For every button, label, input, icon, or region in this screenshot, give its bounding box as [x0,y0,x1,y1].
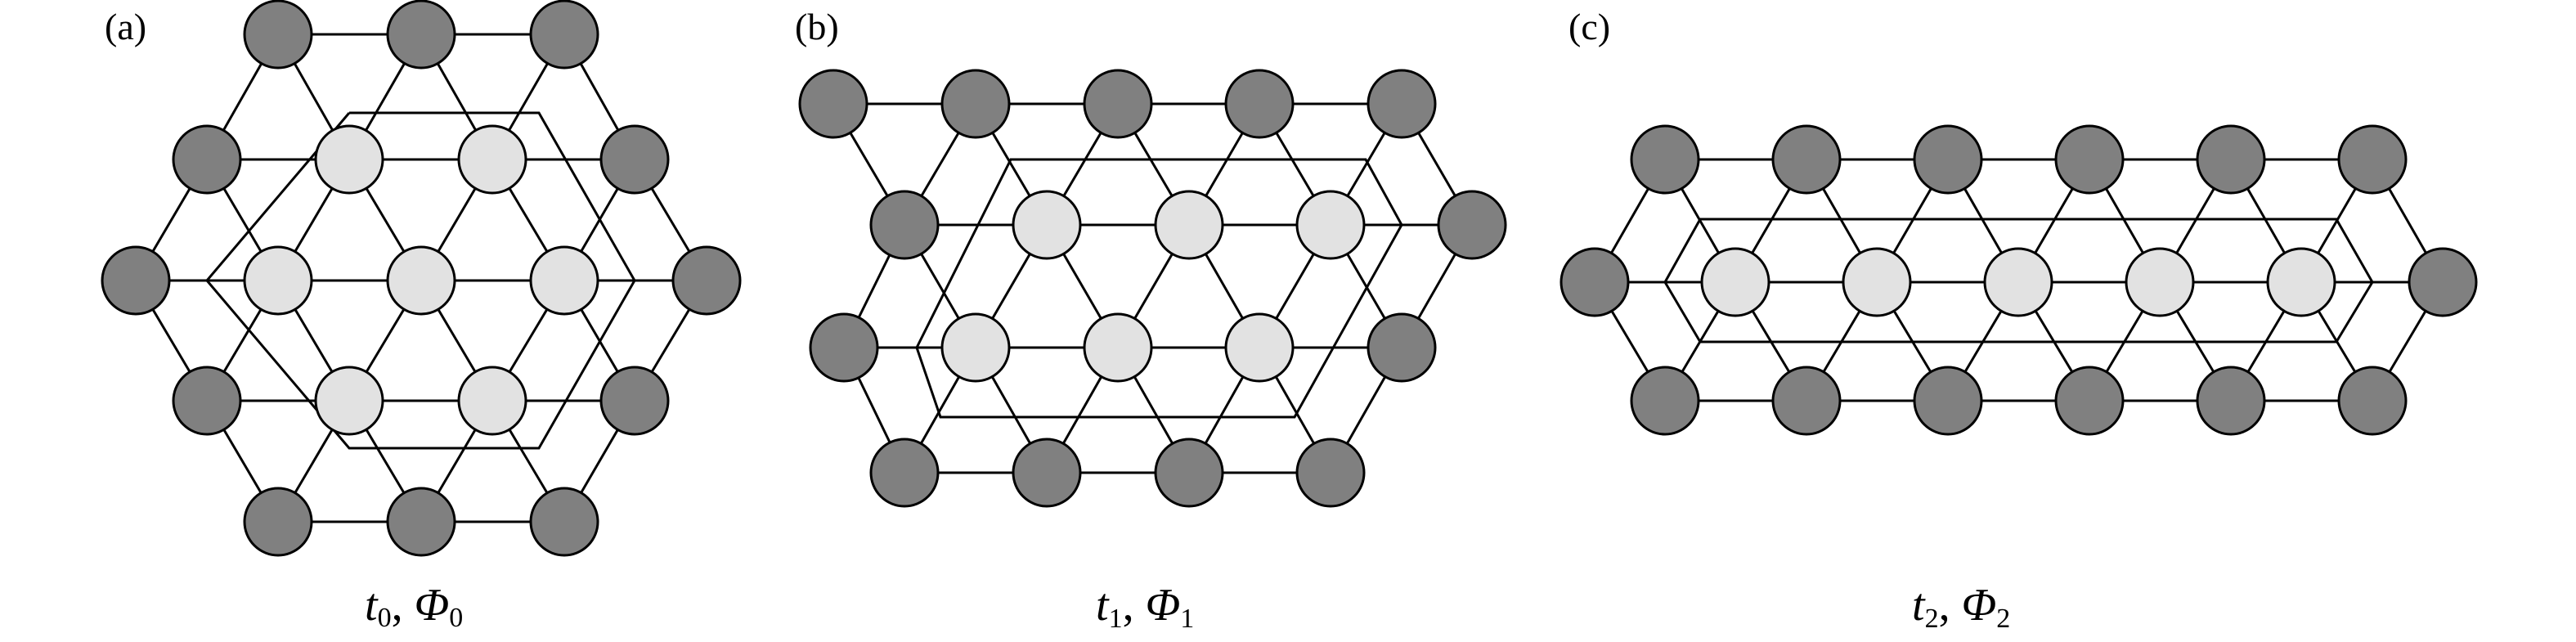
panel-a: (a) t0, Φ0 [101,0,742,633]
dark-atom [1083,69,1153,139]
light-atom [1983,247,2053,317]
panel-b-edges [832,102,1474,474]
dark-atom [2054,366,2125,436]
panel-b-label: (b) [795,6,839,47]
dark-atom [101,245,171,316]
dark-atom [671,245,742,316]
dark-atom [798,69,868,139]
light-atom [1224,312,1295,383]
dark-atom [172,124,242,195]
panel-b-overlay-outline [915,158,1403,419]
dark-atom [599,366,670,436]
dark-atom [386,487,456,557]
dark-atom [172,366,242,436]
panel-c-overlay-outline [1663,218,2374,343]
dark-atom [869,190,940,260]
light-atom [314,366,384,436]
dark-atom [1437,190,1507,260]
light-atom [940,312,1011,383]
light-atom [457,124,527,195]
dark-atom [1630,124,1700,195]
dark-atom [386,0,456,70]
dark-atom [599,124,670,195]
dark-atom [243,487,313,557]
dark-atom [940,69,1011,139]
dark-atom [529,487,599,557]
panel-b-caption: t1, Φ1 [1096,580,1194,634]
dark-atom [1012,438,1082,508]
dark-atom [529,0,599,70]
light-atom [314,124,384,195]
light-atom [243,245,313,316]
panel-a-atoms [101,0,742,557]
light-atom [2266,247,2336,317]
dark-atom [2054,124,2125,195]
dark-atom [869,438,940,508]
dark-atom [1224,69,1295,139]
light-atom [1012,190,1082,260]
dark-atom [243,0,313,70]
dark-atom [2196,366,2266,436]
light-atom [1083,312,1153,383]
dark-atom [809,312,879,383]
dark-atom [1560,247,1630,317]
dark-atom [2337,124,2408,195]
panel-c: (c) t2, Φ2 [1560,6,2478,634]
dark-atom [1630,366,1700,436]
panel-c-caption: t2, Φ2 [1912,580,2010,634]
dark-atom [1154,438,1224,508]
panel-b: (b) t1, Φ1 [795,6,1507,634]
dark-atom [2196,124,2266,195]
dark-atom [2408,247,2478,317]
light-atom [1154,190,1224,260]
dark-atom [1913,124,1983,195]
light-atom [1700,247,1770,317]
panel-a-caption: t0, Φ0 [365,580,463,633]
dark-atom [1771,124,1842,195]
light-atom [386,245,456,316]
light-atom [1842,247,1912,317]
light-atom [2125,247,2195,317]
panel-a-overlay-outline [205,111,636,450]
panel-c-atoms [1560,124,2478,436]
dark-atom [1295,438,1366,508]
light-atom [1295,190,1366,260]
dark-atom [1913,366,1983,436]
light-atom [529,245,599,316]
panel-b-atoms [798,69,1507,508]
dark-atom [2337,366,2408,436]
dark-atom [1771,366,1842,436]
panel-c-label: (c) [1568,6,1610,47]
dark-atom [1367,312,1437,383]
dark-atom [1367,69,1437,139]
light-atom [457,366,527,436]
panel-a-label: (a) [105,6,146,47]
